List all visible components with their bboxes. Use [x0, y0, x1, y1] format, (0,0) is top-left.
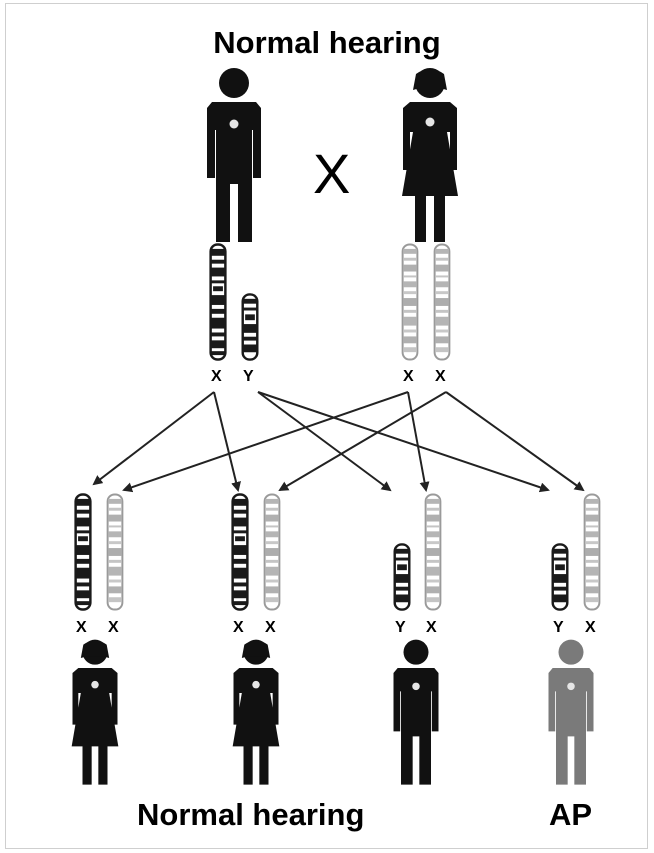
- son-1-paternal-y-chromosome: [393, 543, 411, 611]
- mother-x-chromosome-1: [401, 243, 419, 361]
- daughter-2-chromosome-label-2: X: [265, 619, 276, 636]
- arrow-mother-x1-to-daughter-1: [122, 391, 409, 493]
- figure-frame: [5, 3, 648, 849]
- father-x-chromosome: [209, 243, 227, 361]
- mother-x-chromosome-2: [433, 243, 451, 361]
- daughter-1-chromosome-label-2: X: [108, 619, 119, 636]
- offspring-affected-phenotype-label: AP: [549, 797, 593, 832]
- son-1-chromosome-label-1: Y: [395, 619, 406, 636]
- arrow-father-y-to-son-1: [257, 391, 392, 492]
- son-2-paternal-y-chromosome: [551, 543, 569, 611]
- daughter-2-paternal-x-chromosome: [231, 493, 249, 611]
- mother-chromosome-label-1: X: [403, 368, 414, 385]
- father-chromosome-label-2: Y: [243, 368, 254, 385]
- daughter-2-maternal-x-chromosome: [263, 493, 281, 611]
- arrow-father-x-to-daughter-2: [213, 391, 241, 492]
- father-male-figure-icon: [207, 68, 261, 242]
- daughter-1-maternal-x-chromosome: [106, 493, 124, 611]
- inheritance-arrows: [92, 391, 585, 493]
- son-2-chromosome-label-2: X: [585, 619, 596, 636]
- son-2-affected-male-figure-icon: [548, 639, 594, 785]
- son-2-maternal-x-chromosome: [583, 493, 601, 611]
- father-chromosome-label-1: X: [211, 368, 222, 385]
- daughter-1-paternal-x-chromosome: [74, 493, 92, 611]
- arrow-mother-x2-to-son-2: [445, 391, 585, 492]
- arrow-mother-x1-to-son-1: [407, 391, 430, 492]
- son-1-chromosome-label-2: X: [426, 619, 437, 636]
- daughter-2-chromosome-label-1: X: [233, 619, 244, 636]
- son-2-chromosome-label-1: Y: [553, 619, 564, 636]
- daughter-2-female-figure-icon: [232, 639, 280, 785]
- daughter-1-chromosome-label-1: X: [76, 619, 87, 636]
- arrow-father-y-to-son-2: [257, 391, 550, 493]
- parents-phenotype-label: Normal hearing: [213, 25, 441, 60]
- cross-symbol: X: [313, 142, 350, 205]
- mother-female-figure-icon: [402, 68, 458, 242]
- mother-chromosome-label-2: X: [435, 368, 446, 385]
- father-y-chromosome: [241, 293, 259, 361]
- offspring-normal-phenotype-label: Normal hearing: [137, 797, 365, 832]
- daughter-1-female-figure-icon: [71, 639, 119, 785]
- son-1-maternal-x-chromosome: [424, 493, 442, 611]
- arrow-mother-x2-to-daughter-2: [278, 391, 447, 492]
- son-1-male-figure-icon: [393, 639, 439, 785]
- arrow-father-x-to-daughter-1: [92, 391, 215, 486]
